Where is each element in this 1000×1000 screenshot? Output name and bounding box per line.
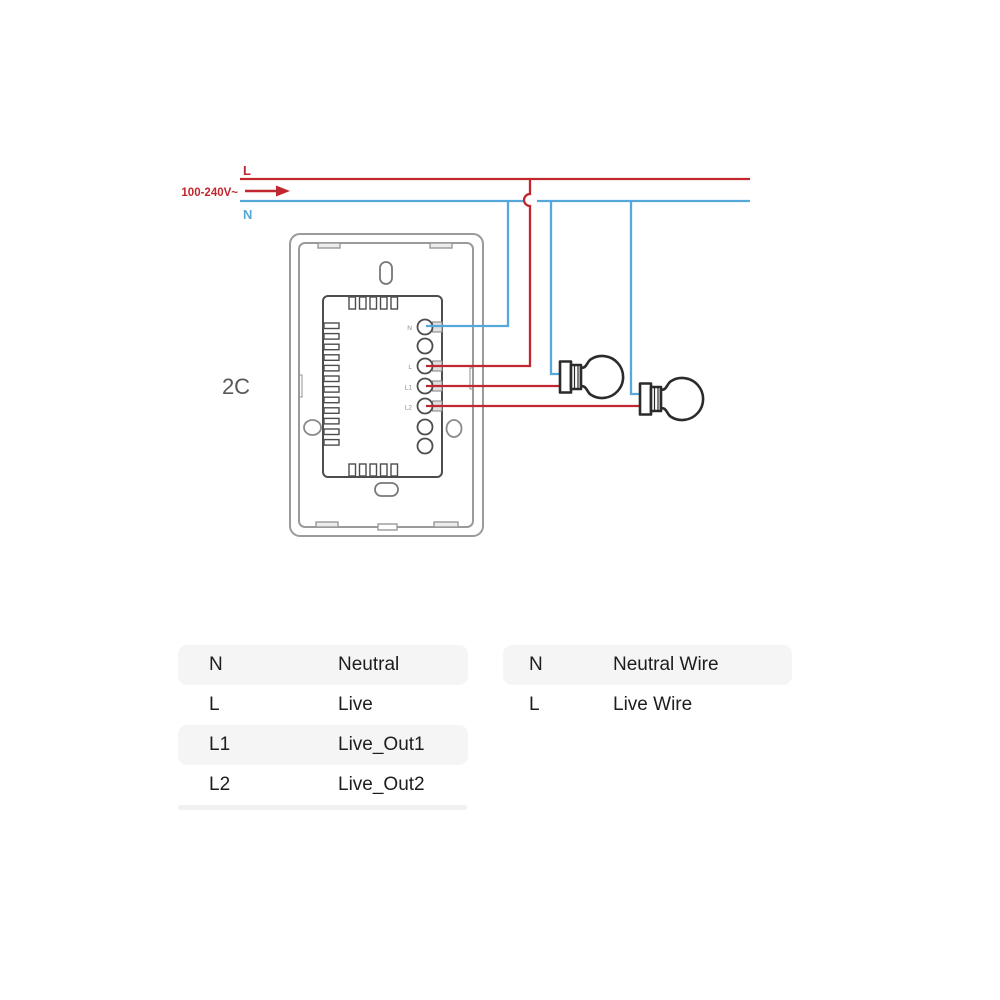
current-direction-arrow (245, 185, 290, 197)
legend-key: N (529, 654, 543, 675)
terminal-module: N L L1 L2 (322, 295, 443, 478)
terminal-unused-1 (416, 337, 434, 355)
terminal-legend-table: N Neutral L Live L1 Live_Out1 L2 Live_Ou… (178, 645, 468, 805)
bottom-heatsink-comb (348, 463, 399, 477)
legend-row-l: L Live (178, 685, 468, 725)
legend-row-l1: L1 Live_Out1 (178, 725, 468, 765)
device-model-label: 2C (222, 374, 250, 399)
legend-value: Neutral Wire (613, 654, 719, 675)
light-bulb-1 (558, 354, 625, 400)
terminal-n-label: N (407, 325, 412, 332)
legend-row-l2: L2 Live_Out2 (178, 765, 468, 805)
neutral-to-bulb1-wire (549, 201, 563, 376)
left-seam (298, 374, 303, 398)
right-screw-hole (445, 419, 463, 438)
plate-clips (315, 242, 459, 531)
legend-key: N (209, 654, 223, 675)
legend-key: L (529, 694, 540, 715)
legend-value: Live (338, 694, 373, 715)
bulb2-socket-base (649, 385, 663, 413)
legend-key: L (209, 694, 220, 715)
light-bulb-2 (638, 376, 705, 422)
left-screw-hole (303, 419, 322, 436)
terminal-l2-label: L2 (405, 405, 413, 412)
bulb2-globe (659, 376, 705, 422)
bulb1-socket-base (569, 363, 583, 391)
wire-legend-table: N Neutral Wire L Live Wire (503, 645, 792, 725)
legend-value: Live_Out1 (338, 734, 425, 755)
bottom-mount-slot (374, 482, 399, 497)
right-seam (469, 367, 474, 390)
bulb1-socket-ridges (573, 365, 579, 389)
truncated-row-bar (178, 805, 467, 810)
legend-value: Neutral (338, 654, 400, 675)
top-mount-slot (379, 261, 393, 285)
terminal-unused-3 (416, 437, 434, 455)
live-in-wire (426, 179, 532, 368)
neutral-to-bulb2-wire (629, 201, 644, 396)
terminal-l1-label: L1 (405, 385, 413, 392)
top-heatsink-comb (348, 296, 399, 310)
legend-value: Live_Out2 (338, 774, 425, 795)
legend-value: Live Wire (613, 694, 693, 715)
bulb2-socket-ridges (653, 387, 659, 411)
legend-row-neutral-wire: N Neutral Wire (503, 645, 792, 685)
bulb1-globe (579, 354, 625, 400)
terminal-unused-2 (416, 418, 434, 436)
legend-row-n: N Neutral (178, 645, 468, 685)
bulb2-socket-cap (638, 382, 653, 416)
live-line-label: L (243, 163, 251, 178)
left-heatsink-comb (323, 322, 340, 446)
wiring-diagram: L 100-240V~ N 2C (181, 163, 750, 537)
legend-row-live-wire: L Live Wire (503, 685, 792, 725)
voltage-label: 100-240V~ (181, 187, 238, 199)
legend-key: L1 (209, 734, 231, 755)
neutral-line-label: N (243, 207, 252, 222)
neutral-in-wire (426, 201, 510, 328)
bulb1-socket-cap (558, 360, 573, 394)
legend-key: L2 (209, 774, 231, 795)
terminal-l-label: L (408, 364, 412, 371)
bottom-center-notch (377, 523, 398, 531)
